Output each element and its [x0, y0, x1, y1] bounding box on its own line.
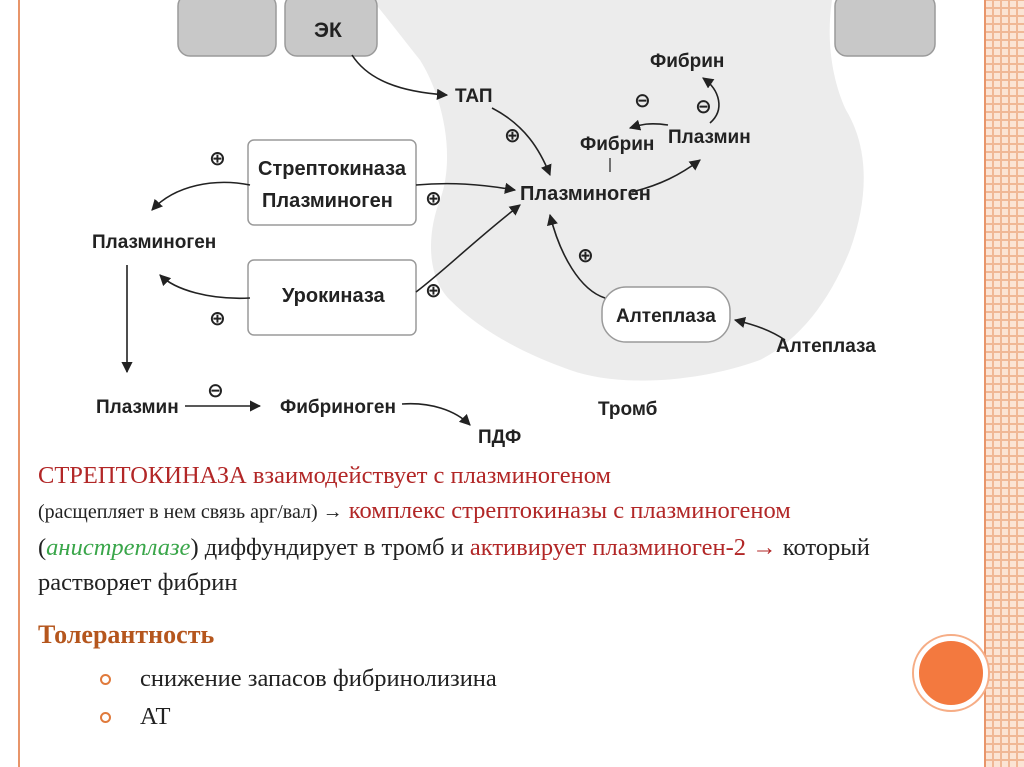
- paren-close: ): [190, 534, 198, 561]
- list-item: АТ: [100, 698, 497, 736]
- fibrinolysis-diagram: ЭК ТАП Фибрин Фибрин Плазмин Плазминоген…: [0, 0, 1024, 460]
- minus-icon: ⊖: [695, 96, 712, 118]
- decorative-orange-circle: [914, 636, 988, 710]
- diffuses-text: диффундирует в тромб и: [205, 534, 464, 561]
- activates-text: активирует плазминоген-2 →: [470, 534, 777, 561]
- cleaves-text: (расщепляет в нем связь арг/вал) →: [38, 501, 343, 523]
- plasminogen-center-label: Плазминоген: [520, 183, 651, 205]
- ek-label: ЭК: [314, 19, 342, 42]
- alteplase-outside-label: Алтеплаза: [776, 336, 876, 357]
- bullet-circle-icon: [100, 712, 111, 723]
- tap-label: ТАП: [455, 86, 493, 107]
- endothelial-cell-3: [835, 0, 935, 56]
- streptokinase-caps: СТРЕПТОКИНАЗА: [38, 462, 247, 489]
- endothelial-cell-1: [178, 0, 276, 56]
- plus-icon: ⊕: [504, 125, 521, 147]
- complex-plasminogen-label: Плазминоген: [262, 190, 393, 212]
- streptokinase-paragraph: СТРЕПТОКИНАЗА взаимодействует с плазмино…: [38, 458, 938, 600]
- arrow-complex-to-plasminogen-left: [152, 182, 250, 210]
- list-item: снижение запасов фибринолизина: [100, 660, 497, 698]
- fibrin-top-label: Фибрин: [650, 51, 724, 72]
- streptokinase-complex-box: [248, 140, 416, 225]
- complex-text: комплекс стрептокиназы с плазминогеном: [349, 497, 791, 524]
- plus-icon: ⊕: [577, 245, 594, 267]
- plus-icon: ⊕: [425, 188, 442, 210]
- plus-icon: ⊕: [209, 148, 226, 170]
- paren-open: (: [38, 534, 46, 561]
- list-item-text: АТ: [140, 703, 171, 730]
- tolerance-heading: Толерантность: [38, 620, 214, 650]
- interacts-text: взаимодействует с плазминогеном: [253, 462, 611, 489]
- bullet-circle-icon: [100, 674, 111, 685]
- arrow-urokinase-to-plasminogen-left: [160, 275, 250, 298]
- plasmin-bottom-label: Плазмин: [96, 397, 179, 418]
- plasminogen-left-label: Плазминоген: [92, 232, 216, 253]
- arrow-fibrinogen-to-pdf: [402, 404, 470, 425]
- thrombus-label: Тромб: [598, 399, 657, 420]
- fibrin-mid-label: Фибрин: [580, 134, 654, 155]
- fibrinogen-label: Фибриноген: [280, 397, 396, 418]
- plus-icon: ⊕: [209, 308, 226, 330]
- anistreplase-text: анистреплазе: [46, 534, 190, 561]
- list-item-text: снижение запасов фибринолизина: [140, 665, 497, 692]
- minus-icon: ⊖: [634, 90, 651, 112]
- minus-icon: ⊖: [207, 380, 224, 402]
- urokinase-label: Урокиназа: [282, 285, 386, 307]
- alteplase-box-label: Алтеплаза: [616, 306, 716, 327]
- plasmin-right-label: Плазмин: [668, 127, 751, 148]
- streptokinase-label: Стрептокиназа: [258, 158, 407, 180]
- pdf-label: ПДФ: [478, 427, 521, 448]
- tolerance-list: снижение запасов фибринолизина АТ: [100, 660, 497, 736]
